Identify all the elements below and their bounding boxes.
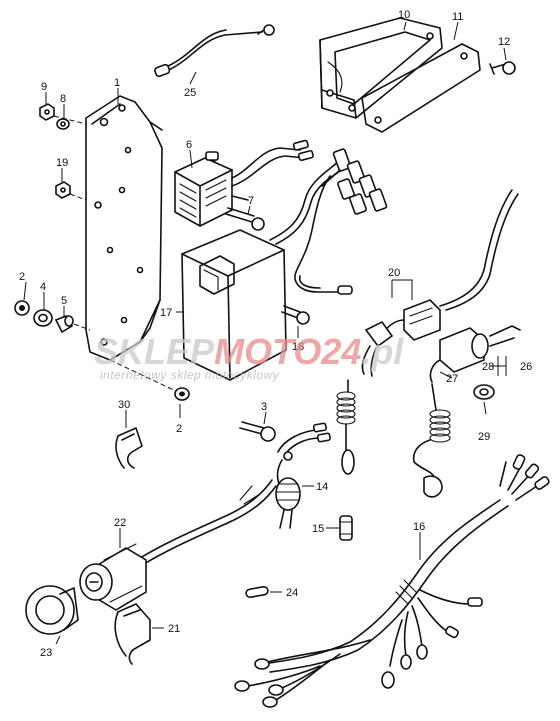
callout-15: 15 (312, 523, 324, 535)
callout-7: 7 (248, 195, 254, 207)
callout-5: 5 (61, 295, 67, 307)
part-12-screw (489, 61, 516, 75)
part-24-pin (245, 585, 269, 599)
callout-labels: 1 2 2 3 4 5 6 7 8 9 10 11 12 14 15 16 17… (19, 9, 532, 659)
callout-21: 21 (168, 623, 180, 635)
part-11-gasket-plate (361, 43, 481, 133)
callout-27: 27 (446, 373, 458, 385)
callout-16: 16 (413, 521, 425, 533)
part-20-cable-switch (361, 189, 519, 377)
leader-lines (23, 21, 507, 645)
callout-11: 11 (452, 11, 463, 23)
callout-22: 22 (114, 517, 126, 529)
part-7-bolt (225, 205, 265, 231)
connector-cluster (294, 148, 388, 295)
callout-6: 6 (186, 139, 192, 151)
callout-24: 24 (286, 587, 298, 599)
callout-1: 1 (114, 77, 120, 89)
part-2-washer (14, 300, 30, 316)
part-3-bolt (239, 411, 276, 442)
callout-3: 3 (261, 401, 267, 413)
callout-26: 26 (520, 361, 532, 373)
callout-18: 18 (292, 341, 304, 353)
part-19-nut (55, 181, 71, 199)
part-23-switch-cap (25, 585, 79, 635)
callout-4: 4 (40, 281, 46, 293)
callout-2-lower: 2 (176, 423, 182, 435)
part-18-bolt (281, 305, 310, 338)
part-9-nut (39, 103, 55, 121)
callout-20: 20 (388, 267, 400, 279)
part-16-main-harness (234, 454, 550, 708)
callout-25: 25 (184, 87, 196, 99)
safety-lanyard-coil-left (336, 379, 356, 475)
callout-12: 12 (498, 36, 510, 48)
part-25-ground-wire (154, 24, 275, 78)
part-28-switch (429, 325, 521, 383)
safety-lanyard-coil-right (412, 383, 451, 498)
part-14-ignition-coil (275, 422, 331, 529)
callout-10: 10 (398, 9, 410, 21)
watermark: SKLEPMOTO24.pl internetowy sklep motocyk… (94, 331, 404, 382)
callout-9: 9 (41, 81, 47, 93)
callout-14: 14 (316, 481, 328, 493)
part-21-clamp (114, 603, 151, 665)
callout-8: 8 (60, 93, 66, 105)
callout-19: 19 (56, 157, 68, 169)
part-15-fuse (339, 515, 353, 541)
watermark-brand: SKLEPMOTO24.pl (94, 331, 404, 372)
part-5-collar (54, 315, 74, 334)
callout-30: 30 (118, 399, 130, 411)
part-1-mounting-plate (85, 95, 163, 361)
part-8-washer (56, 118, 70, 130)
callout-28: 28 (482, 361, 494, 373)
callout-17: 17 (160, 307, 172, 319)
part-2-washer-lower (174, 387, 190, 401)
callout-29: 29 (478, 431, 490, 443)
callout-23: 23 (40, 647, 52, 659)
part-6-rectifier (174, 139, 314, 227)
part-22-key-switch (79, 479, 277, 611)
part-29-washer (473, 384, 495, 400)
part-30-clip (115, 427, 143, 469)
callout-2-upper: 2 (19, 271, 25, 283)
part-10-switch-box (319, 17, 443, 119)
part-4-grommet (33, 309, 53, 327)
watermark-subtitle: internetowy sklep motocyklowy (100, 368, 280, 382)
